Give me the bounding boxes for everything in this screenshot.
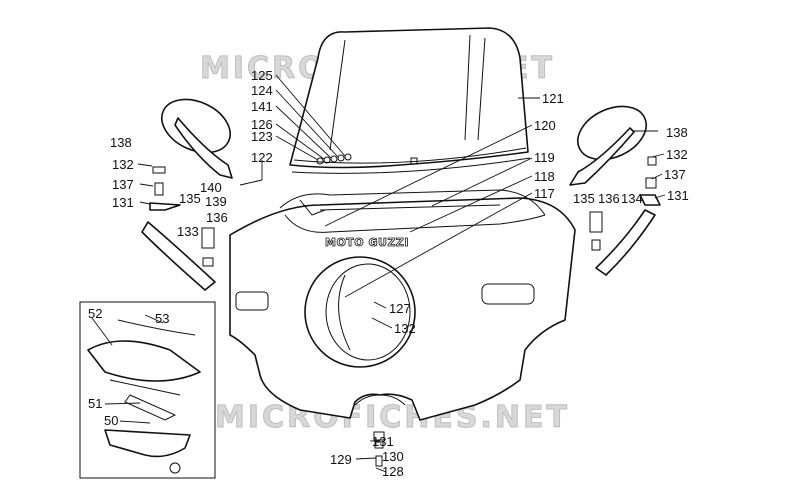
fairing-body: MOTO GUZZI [229, 189, 576, 467]
left-indicator-lamp [235, 291, 269, 311]
callout-136-right: 136 [598, 191, 620, 206]
callout-132-right: 132 [666, 147, 688, 162]
callout-133: 133 [177, 224, 199, 239]
callout-140: 140 [200, 180, 222, 195]
callout-120: 120 [534, 118, 556, 133]
headlight [304, 256, 416, 368]
callout-131-right: 131 [667, 188, 689, 203]
callout-121: 121 [542, 91, 564, 106]
callout-138-right: 138 [666, 125, 688, 140]
callout-126: 126 [251, 117, 273, 132]
callout-117: 117 [534, 186, 555, 201]
callout-137-right: 137 [664, 167, 686, 182]
callout-137-left: 137 [112, 177, 134, 192]
callout-139: 139 [205, 194, 227, 209]
callout-53: 53 [155, 311, 169, 326]
callout-131-left: 131 [112, 195, 134, 210]
callout-128: 128 [382, 464, 404, 479]
callout-134: 134 [621, 191, 643, 206]
callout-135-left: 135 [179, 191, 201, 206]
callouts: 121 125 124 141 126 123 122 120 119 118 … [88, 68, 689, 479]
brand-badge: MOTO GUZZI [325, 236, 409, 249]
leader-lines [91, 74, 666, 473]
right-indicator-lamp [481, 283, 535, 305]
callout-51: 51 [88, 396, 102, 411]
callout-119: 119 [534, 150, 555, 165]
callout-136-left: 136 [206, 210, 228, 225]
callout-127: 127 [389, 301, 411, 316]
callout-50: 50 [104, 413, 118, 428]
callout-138-left: 138 [110, 135, 132, 150]
right-mirror [569, 105, 661, 276]
callout-122: 122 [251, 150, 273, 165]
callout-132-center: 132 [394, 321, 416, 336]
callout-130: 130 [382, 449, 404, 464]
callout-125: 125 [251, 68, 273, 83]
watermark-bottom: MICROFICHES.NET [215, 400, 570, 435]
left-mirror [141, 98, 263, 291]
callout-141: 141 [251, 99, 273, 114]
callout-129: 129 [330, 452, 352, 467]
callout-132-left: 132 [112, 157, 134, 172]
callout-52: 52 [88, 306, 102, 321]
callout-131-bottom: 131 [372, 434, 394, 449]
callout-135-right: 135 [573, 191, 595, 206]
inset-detail [79, 301, 216, 479]
callout-123: 123 [251, 129, 273, 144]
callout-118: 118 [534, 169, 555, 184]
windshield [289, 27, 531, 174]
callout-124: 124 [251, 83, 273, 98]
